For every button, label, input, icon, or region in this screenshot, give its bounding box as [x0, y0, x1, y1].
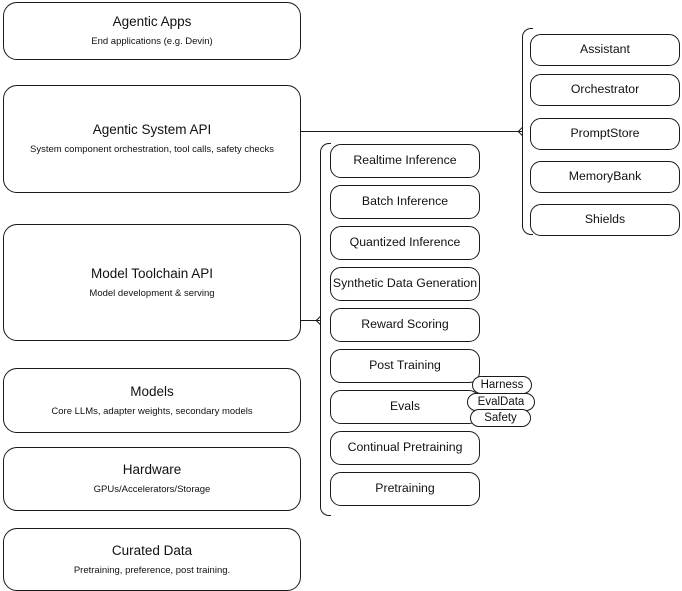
evals-badge-safety[interactable]: Safety: [470, 409, 531, 427]
capability-label: Pretraining: [375, 481, 435, 496]
layer-subtitle: Pretraining, preference, post training.: [73, 564, 231, 576]
component-label: Assistant: [580, 42, 630, 57]
component-memorybank[interactable]: MemoryBank: [530, 161, 680, 193]
layer-title: Agentic System API: [92, 122, 212, 138]
layer-subtitle: Model development & serving: [89, 287, 215, 299]
capability-continual-pretraining[interactable]: Continual Pretraining: [330, 431, 480, 465]
capability-label: Reward Scoring: [361, 317, 449, 332]
capability-label: Synthetic Data Generation: [332, 276, 478, 291]
capability-label: Continual Pretraining: [347, 440, 463, 455]
component-label: MemoryBank: [568, 169, 642, 184]
component-shields[interactable]: Shields: [530, 204, 680, 236]
layer-subtitle: GPUs/Accelerators/Storage: [93, 484, 211, 495]
capability-label: Post Training: [369, 358, 441, 373]
capability-batch-inference[interactable]: Batch Inference: [330, 185, 480, 219]
capability-label: Quantized Inference: [349, 235, 461, 250]
layer-subtitle: Core LLMs, adapter weights, secondary mo…: [51, 405, 253, 417]
component-label: PromptStore: [570, 126, 640, 141]
layer-title: Hardware: [122, 462, 182, 478]
brace-agentic-components-tip: [517, 126, 528, 137]
component-label: Orchestrator: [570, 82, 640, 97]
evals-badge-label: EvalData: [477, 396, 525, 408]
connector-agentic-system-to-components: [301, 131, 522, 132]
component-label: Shields: [584, 212, 626, 227]
capability-evals[interactable]: Evals: [330, 390, 480, 424]
layer-title: Model Toolchain API: [90, 265, 214, 281]
layer-subtitle: System component orchestration, tool cal…: [30, 144, 274, 155]
component-promptstore[interactable]: PromptStore: [530, 118, 680, 150]
layer-box-model-toolchain-api[interactable]: Model Toolchain API Model development & …: [3, 224, 301, 341]
layer-box-curated-data[interactable]: Curated Data Pretraining, preference, po…: [3, 528, 301, 591]
capability-reward-scoring[interactable]: Reward Scoring: [330, 308, 480, 342]
capability-label: Realtime Inference: [353, 153, 457, 168]
capability-post-training[interactable]: Post Training: [330, 349, 480, 383]
evals-badge-harness[interactable]: Harness: [472, 376, 532, 394]
evals-badge-label: Safety: [484, 412, 517, 424]
capability-pretraining[interactable]: Pretraining: [330, 472, 480, 506]
layer-box-models[interactable]: Models Core LLMs, adapter weights, secon…: [3, 368, 301, 433]
component-orchestrator[interactable]: Orchestrator: [530, 74, 680, 106]
capability-quantized-inference[interactable]: Quantized Inference: [330, 226, 480, 260]
capability-label: Evals: [389, 399, 421, 414]
connector-toolchain-to-capabilities: [301, 320, 320, 321]
capability-label: Batch Inference: [361, 194, 449, 209]
brace-toolchain-capabilities-tip: [315, 315, 326, 326]
layer-box-hardware[interactable]: Hardware GPUs/Accelerators/Storage: [3, 447, 301, 511]
component-assistant[interactable]: Assistant: [530, 34, 680, 66]
layer-title: Agentic Apps: [112, 14, 192, 30]
layer-title: Models: [130, 383, 174, 399]
layer-box-agentic-apps[interactable]: Agentic Apps End applications (e.g. Devi…: [3, 2, 301, 60]
layer-subtitle: End applications (e.g. Devin): [91, 36, 213, 47]
capability-synthetic-data-generation[interactable]: Synthetic Data Generation: [330, 267, 480, 301]
layer-title: Curated Data: [111, 542, 193, 558]
evals-badge-label: Harness: [480, 379, 524, 391]
capability-realtime-inference[interactable]: Realtime Inference: [330, 144, 480, 178]
layer-box-agentic-system-api[interactable]: Agentic System API System component orch…: [3, 85, 301, 193]
